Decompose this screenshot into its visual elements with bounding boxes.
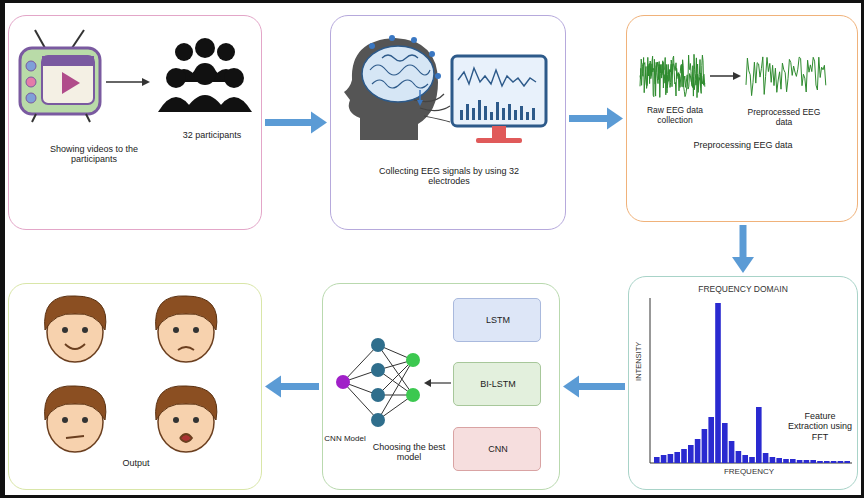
panel-label: CNN Model <box>323 434 367 443</box>
small-arrow <box>710 72 741 80</box>
panel-caption: FREQUENCY <box>709 467 789 476</box>
fft-chart <box>650 298 852 463</box>
model-box: CNN <box>453 427 541 471</box>
monitor-icon <box>452 56 546 143</box>
panel-label: Raw EEG data collection <box>635 106 715 126</box>
panel-caption: Preprocessed EEG data <box>739 108 829 128</box>
small-arrow <box>106 78 150 86</box>
process-panel: Collecting EEG signals by using 32 elect… <box>330 15 566 230</box>
panel-label: FREQUENCY DOMAIN <box>685 285 801 295</box>
people-icon <box>158 38 252 112</box>
panel-label: Output <box>86 458 186 468</box>
panel-caption: Showing videos to the participants <box>31 144 157 165</box>
output-panel: Output <box>8 283 262 490</box>
flow-arrow <box>732 225 754 273</box>
model-label: CNN <box>454 444 542 454</box>
small-arrow <box>424 379 451 387</box>
flow-arrow <box>563 376 625 398</box>
model-box: BI-LSTM <box>453 362 541 406</box>
flow-arrow <box>265 376 319 398</box>
process-panel: 32 participantsShowing videos to the par… <box>8 15 262 230</box>
flow-arrow <box>569 108 623 130</box>
model-label: BI-LSTM <box>454 379 542 389</box>
frame-bar <box>0 0 5 498</box>
model-label: LSTM <box>454 315 542 325</box>
process-panel: Raw EEG data collection Preprocessed EEG … <box>626 15 858 222</box>
feature-panel: FREQUENCY DOMAIN INTENSITY FREQUENCY Featur… <box>628 276 858 490</box>
tv-icon <box>20 30 100 122</box>
model-box: LSTM <box>453 298 541 342</box>
panel-caption: Choosing the best model <box>371 442 447 463</box>
panel-caption: Feature Extraction using FFT <box>787 411 853 442</box>
face-icons <box>45 296 217 452</box>
panel-caption: INTENSITY <box>635 326 644 396</box>
model-panel: CNN ModelChoosing the best model LSTM BI-L… <box>322 283 560 490</box>
panel-label: 32 participants <box>157 130 267 140</box>
flow-arrow <box>265 112 327 134</box>
neural-net-icon <box>336 338 420 427</box>
head-icon <box>344 35 450 140</box>
panel-caption: Preprocessing EEG data <box>685 140 801 150</box>
eeg-signal <box>640 54 826 97</box>
panel-label: Collecting EEG signals by using 32 elect… <box>369 166 529 187</box>
